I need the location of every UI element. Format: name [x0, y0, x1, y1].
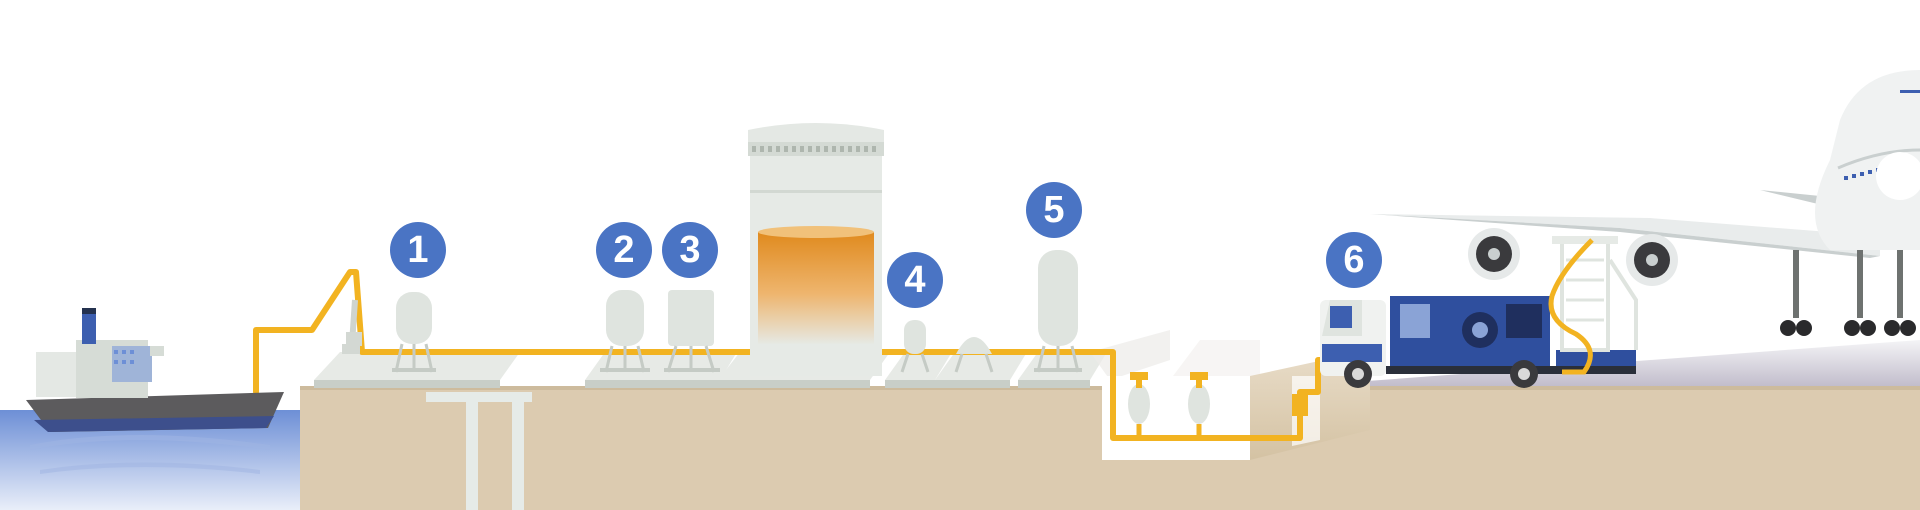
receiving-filter-tank-icon	[392, 292, 436, 373]
filter-tank-5-icon	[1034, 250, 1082, 373]
filter-tank-3-icon	[664, 290, 720, 373]
step-badge-4: 4	[887, 252, 943, 308]
step-badge-6: 6	[1326, 232, 1382, 288]
unloading-arm-icon	[342, 299, 362, 354]
step-badge-5: 5	[1026, 182, 1082, 238]
step-badge-2: 2	[596, 222, 652, 278]
underground-pipes	[426, 392, 532, 510]
airplane-icon	[1370, 70, 1920, 336]
filter-vessel-4-icon	[900, 320, 994, 373]
filter-tank-2-icon	[600, 290, 650, 373]
tanker-ship-icon	[26, 308, 284, 432]
step-badge-1: 1	[390, 222, 446, 278]
hydrant-valves-icon	[1128, 372, 1308, 438]
storage-tank-icon	[748, 123, 884, 376]
step-badge-3: 3	[662, 222, 718, 278]
hydrant-dispenser-truck-icon	[1320, 236, 1638, 388]
